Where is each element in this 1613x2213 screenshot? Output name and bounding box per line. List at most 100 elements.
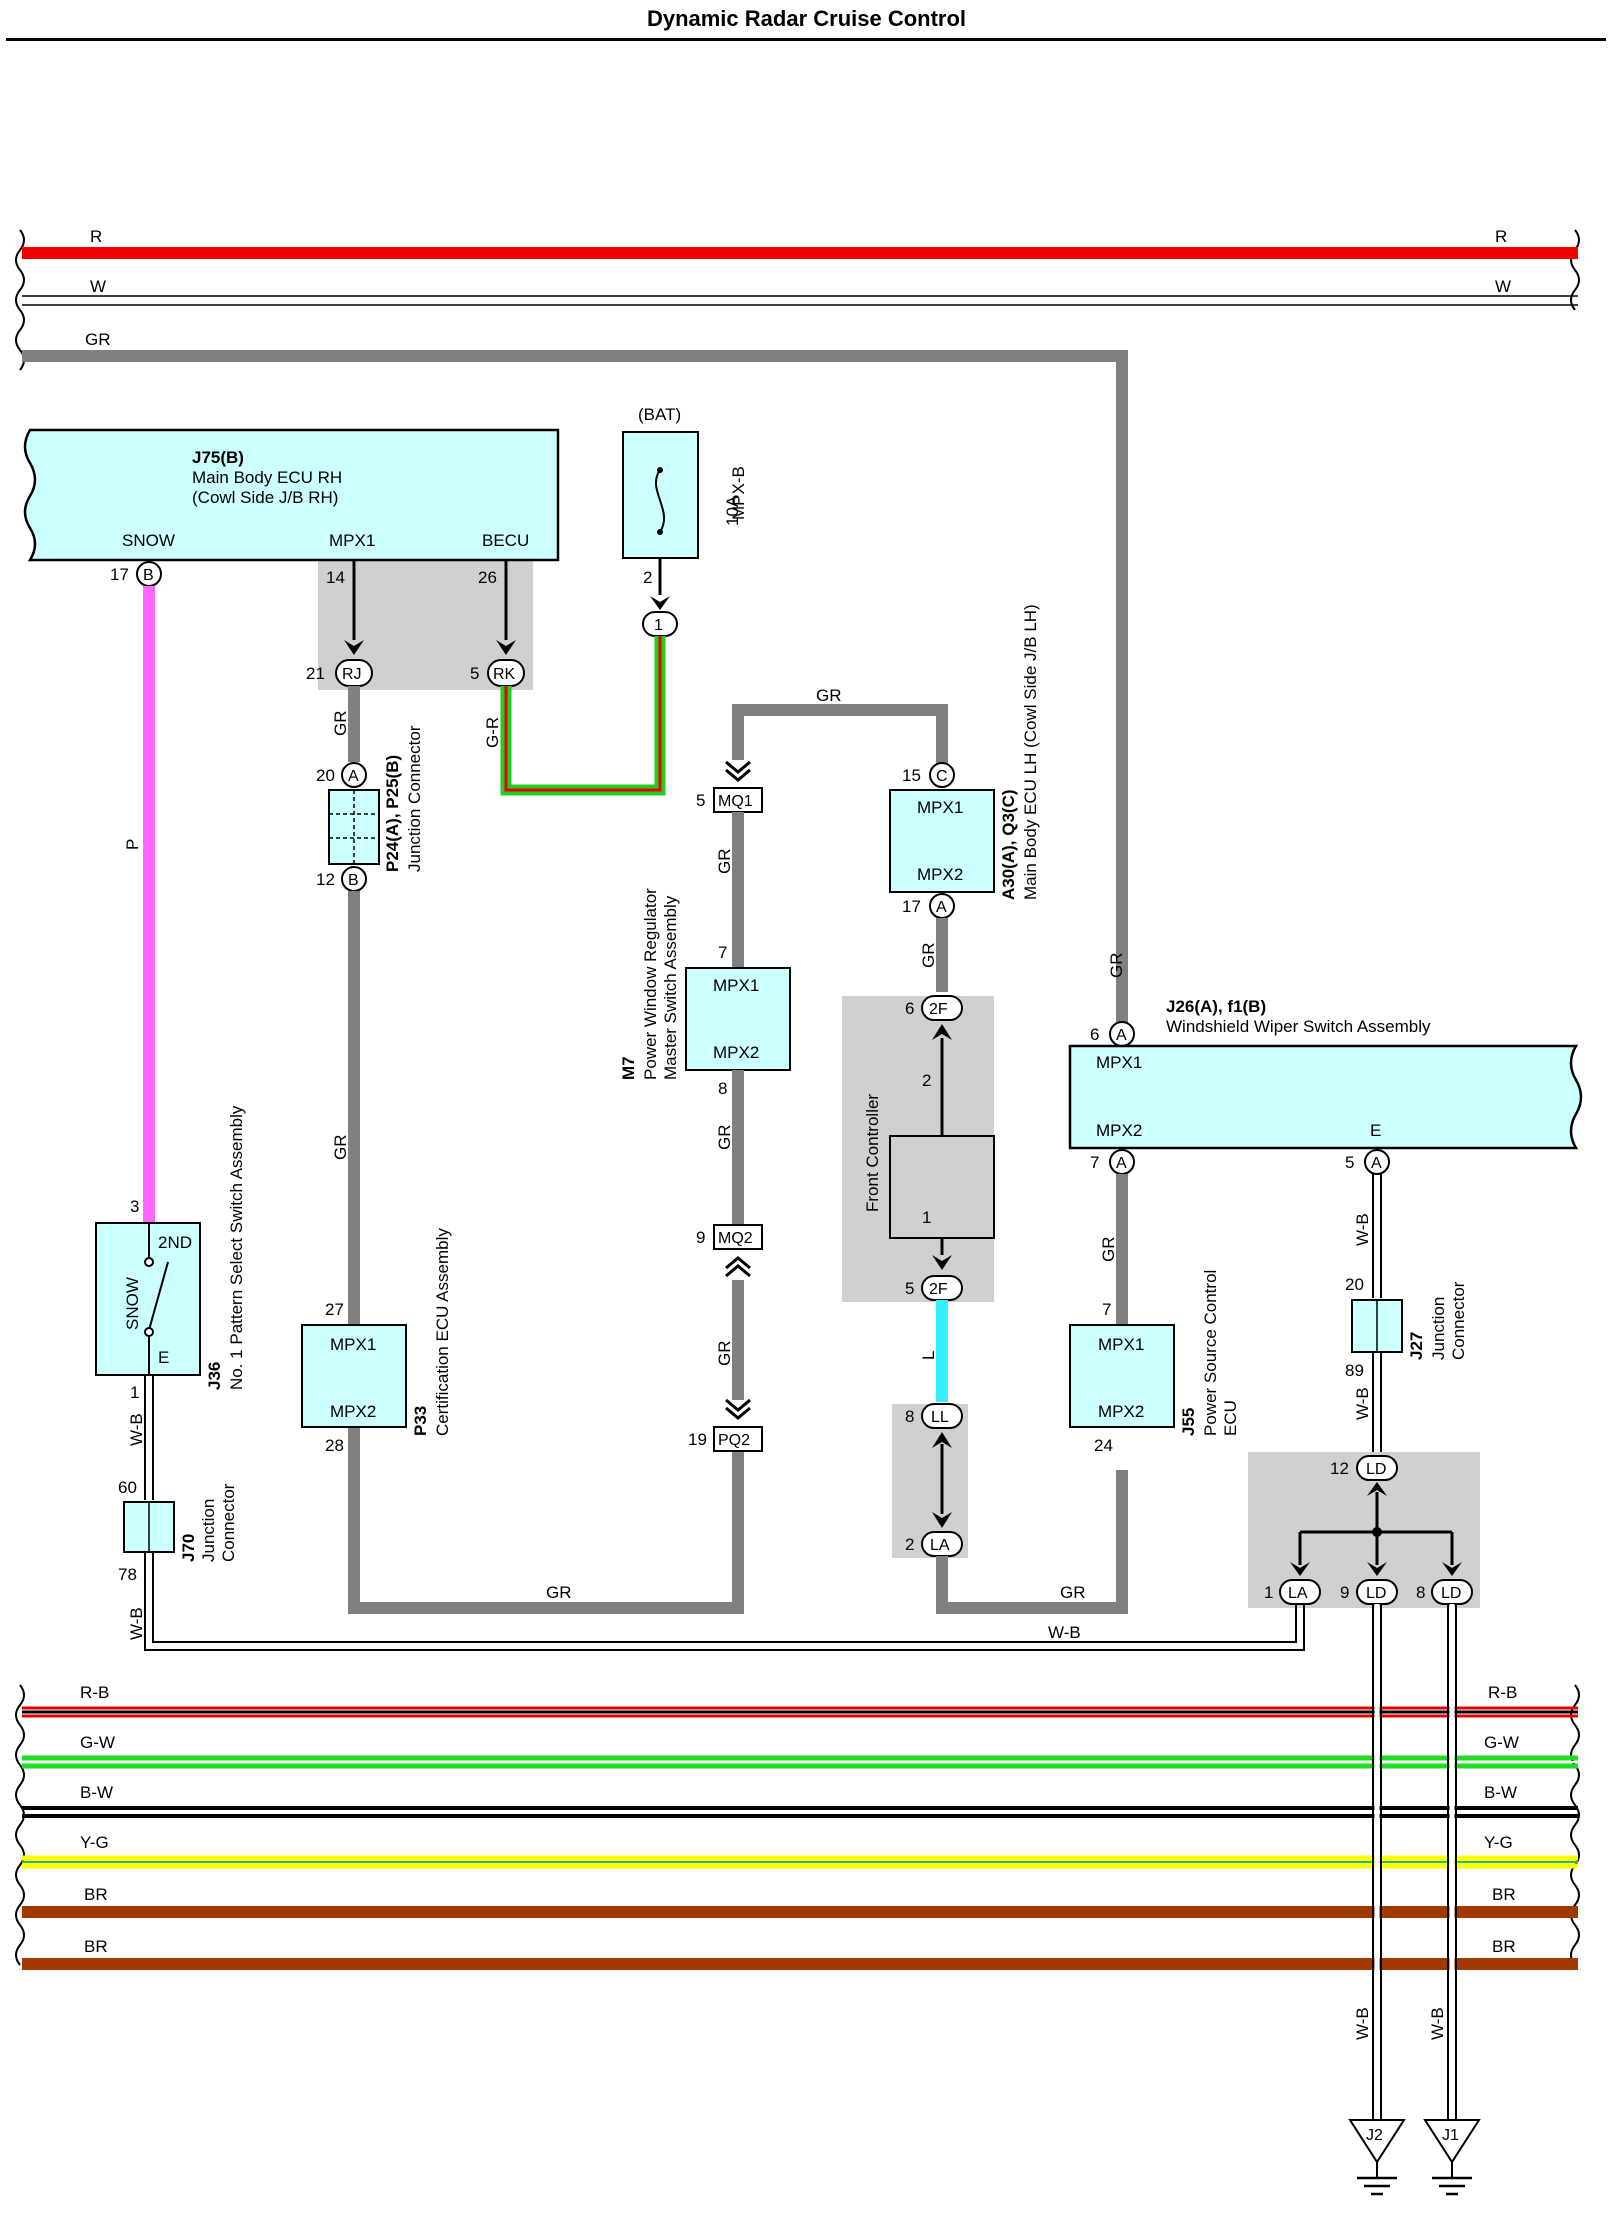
j27-pin-bot: 89 (1345, 1361, 1364, 1380)
j75-code: J75(B) (192, 448, 244, 467)
fc-conn-top: 2F (929, 1001, 948, 1018)
j26-conn-mpx2: A (1116, 1155, 1127, 1172)
bus-br1-left: BR (84, 1885, 108, 1904)
m7-pin-top: 7 (718, 943, 727, 962)
wire-r-label-left: R (90, 227, 102, 246)
j36-pattern-select-switch: 3 2ND SNOW E 1 J36 No. 1 Pattern Select … (95, 1105, 246, 1402)
wire-gr-left-label: GR (331, 1135, 350, 1161)
p33-pin-bot: 28 (325, 1436, 344, 1455)
fc-name: Front Controller (863, 1094, 882, 1212)
bus-bw-left: B-W (80, 1783, 113, 1802)
j36-pin-top: 3 (130, 1197, 139, 1216)
wire-gr-bottom-left-label: GR (546, 1583, 572, 1602)
j75-conn: B (143, 567, 154, 584)
pq2-connector: PQ2 19 (688, 1398, 763, 1452)
mq2-label: MQ2 (718, 1230, 753, 1247)
ground-j1-label: J1 (1442, 2127, 1459, 2144)
j55-name1: Power Source Control (1201, 1270, 1220, 1436)
wire-p-label: P (123, 839, 142, 850)
ld-top-pin: 12 (1330, 1459, 1349, 1478)
fc-pin-top: 2 (922, 1071, 931, 1090)
a30-conn-top: C (936, 768, 948, 785)
j55-code: J55 (1179, 1408, 1198, 1436)
pq2-label: PQ2 (718, 1432, 750, 1449)
m7-name1: Power Window Regulator (641, 888, 660, 1080)
rk-connector: RK 5 (470, 560, 525, 687)
bottom-bus: R-B R-B G-W G-W B-W B-W Y-G Y-G BR BR BR… (15, 1683, 1580, 1970)
j36-pin-bot: 1 (130, 1383, 139, 1402)
bus-br2-right: BR (1492, 1937, 1516, 1956)
a30-code: A30(A), Q3(C) (999, 789, 1018, 900)
j55-name2: ECU (1221, 1400, 1240, 1436)
j26-mpx1: MPX1 (1096, 1053, 1142, 1072)
wire-wb-j70: W-B 60 78 J70 Junction Connector W-B W-B (118, 1375, 1305, 1651)
wire-wb-bottom-label: W-B (1048, 1623, 1081, 1642)
j27-code: J27 (1407, 1332, 1426, 1360)
p33-name: Certification ECU Assembly (433, 1228, 452, 1436)
m7-mpx2: MPX2 (713, 1043, 759, 1062)
j26-name: Windshield Wiper Switch Assembly (1166, 1017, 1431, 1036)
ground-j2-label: J2 (1366, 2127, 1383, 2144)
fc-conn-bot: 2F (929, 1281, 948, 1298)
p33-certification-ecu: MPX1 MPX2 27 28 P33 Certification ECU As… (301, 1228, 452, 1455)
ld-r2-label: LD (1441, 1585, 1461, 1602)
wire-l-label: L (919, 1351, 938, 1360)
wire-wb-j2-label: W-B (1353, 2007, 1372, 2040)
j55-mpx1: MPX1 (1098, 1335, 1144, 1354)
ll-pin: 8 (905, 1407, 914, 1426)
front-controller: 2F 6 2 Front Controller 1 2F 5 (842, 995, 995, 1302)
bus-br1-right: BR (1492, 1885, 1516, 1904)
j70-pin-top: 60 (118, 1478, 137, 1497)
p33-pin-top: 27 (325, 1300, 344, 1319)
mq1-connector: MQ1 5 (696, 760, 763, 813)
ld-r1-pin: 9 (1340, 1583, 1349, 1602)
bus-yg-right: Y-G (1484, 1833, 1513, 1852)
j36-e: E (158, 1348, 169, 1367)
j75-pinnum-mpx1: 14 (326, 568, 345, 587)
p24-conn-top: A (348, 768, 359, 785)
bus-br2-left: BR (84, 1937, 108, 1956)
p24-junction-connector: GR A 20 B 12 P24(A), P25(B) Junction Con… (316, 686, 424, 892)
j26-mpx2: MPX2 (1096, 1121, 1142, 1140)
j36-snow: SNOW (123, 1277, 142, 1330)
ld-r1-label: LD (1366, 1585, 1386, 1602)
ld-junction: LD 12 LA 1 LD 9 LD 8 (1248, 1452, 1480, 1608)
wire-gr-pq2-label: GR (715, 1341, 734, 1367)
a30-pin-top: 15 (902, 766, 921, 785)
wire-g-r-label: G-R (483, 717, 502, 748)
ll-label: LL (931, 1409, 949, 1426)
j27-pin-top: 20 (1345, 1275, 1364, 1294)
wire-wb-j70b-label: W-B (127, 1607, 146, 1640)
fuse-conn: 1 (654, 617, 663, 634)
wire-gr-right-loop (936, 1470, 1128, 1614)
bus-gw-right: G-W (1484, 1733, 1519, 1752)
p33-code: P33 (411, 1406, 430, 1436)
j75-sub: (Cowl Side J/B RH) (192, 488, 338, 507)
la-r-label: LA (1288, 1585, 1308, 1602)
j75-pin-mpx1: MPX1 (329, 531, 375, 550)
a30-pin-bot: 17 (902, 897, 921, 916)
j55-pin-top: 7 (1102, 1300, 1111, 1319)
fuse-rating: 10A (723, 495, 742, 526)
wire-g-r: G-R (483, 636, 666, 796)
j26-conn-e: A (1371, 1155, 1382, 1172)
j70-name2: Connector (219, 1483, 238, 1562)
wire-gr-fc-label: GR (919, 943, 938, 969)
ld-r2-pin: 8 (1416, 1583, 1425, 1602)
m7-code: M7 (619, 1056, 638, 1080)
pq2-pin: 19 (688, 1430, 707, 1449)
wire-gr-top-loop (732, 704, 948, 765)
j75-pin-becu: BECU (482, 531, 529, 550)
fuse-mpx-b: (BAT) 10A MPX-B 2 1 (622, 405, 748, 637)
rj-pin: 21 (306, 664, 325, 683)
p33-mpx1: MPX1 (330, 1335, 376, 1354)
j26-code: J26(A), f1(B) (1166, 997, 1266, 1016)
wire-gr-main (22, 350, 1128, 1030)
wire-gr-label: GR (85, 330, 111, 349)
rj-label: RJ (342, 666, 362, 683)
ground-j2: J2 (1348, 2119, 1406, 2196)
j36-name: No. 1 Pattern Select Switch Assembly (227, 1105, 246, 1390)
p24-conn-bot: B (348, 872, 359, 889)
top-bus: R R W W GR (15, 227, 1580, 1030)
j75-pin-snow: SNOW (122, 531, 175, 550)
